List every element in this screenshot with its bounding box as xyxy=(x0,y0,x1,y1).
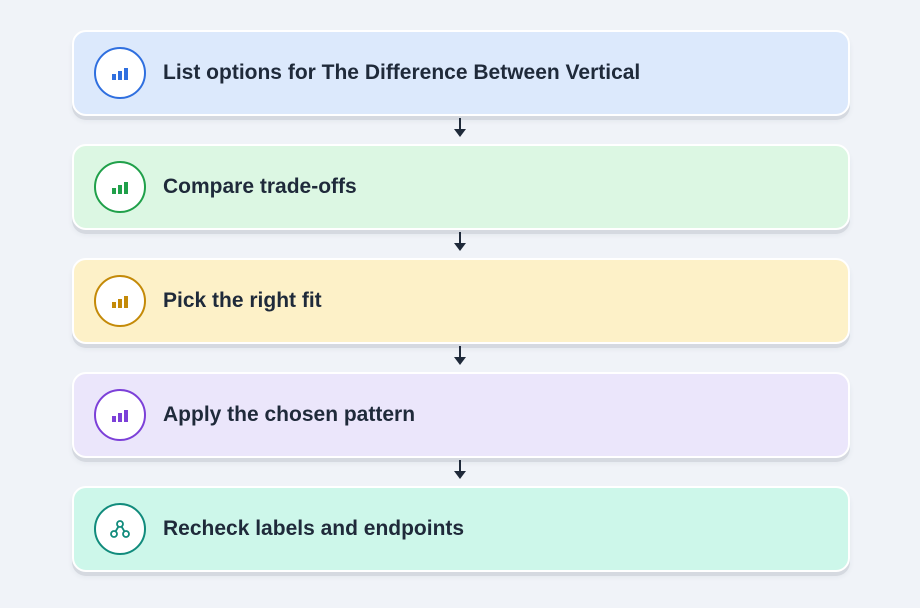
arrow-connector xyxy=(72,116,850,144)
arrow-connector xyxy=(72,230,850,258)
arrow-connector xyxy=(72,458,850,486)
network-icon xyxy=(94,503,146,555)
bar-chart-icon xyxy=(94,47,146,99)
step-label: List options for The Difference Between … xyxy=(163,61,641,84)
step-label: Apply the chosen pattern xyxy=(163,403,416,426)
arrow-down-icon xyxy=(454,118,466,137)
arrow-down-icon xyxy=(454,232,466,251)
step-apply-pattern: Apply the chosen pattern xyxy=(72,372,850,458)
step-pick-right-fit: Pick the right fit xyxy=(72,258,850,344)
step-label: Recheck labels and endpoints xyxy=(163,517,465,540)
bar-chart-icon xyxy=(94,161,146,213)
arrow-connector xyxy=(72,344,850,372)
step-compare-tradeoffs: Compare trade-offs xyxy=(72,144,850,230)
step-recheck-labels: Recheck labels and endpoints xyxy=(72,486,850,572)
arrow-down-icon xyxy=(454,346,466,365)
bar-chart-icon xyxy=(94,275,146,327)
step-label: Compare trade-offs xyxy=(163,175,357,198)
step-label: Pick the right fit xyxy=(163,289,322,312)
step-list-options: List options for The Difference Between … xyxy=(72,30,850,116)
bar-chart-icon xyxy=(94,389,146,441)
arrow-down-icon xyxy=(454,460,466,479)
flow-diagram: List options for The Difference Between … xyxy=(72,30,850,572)
